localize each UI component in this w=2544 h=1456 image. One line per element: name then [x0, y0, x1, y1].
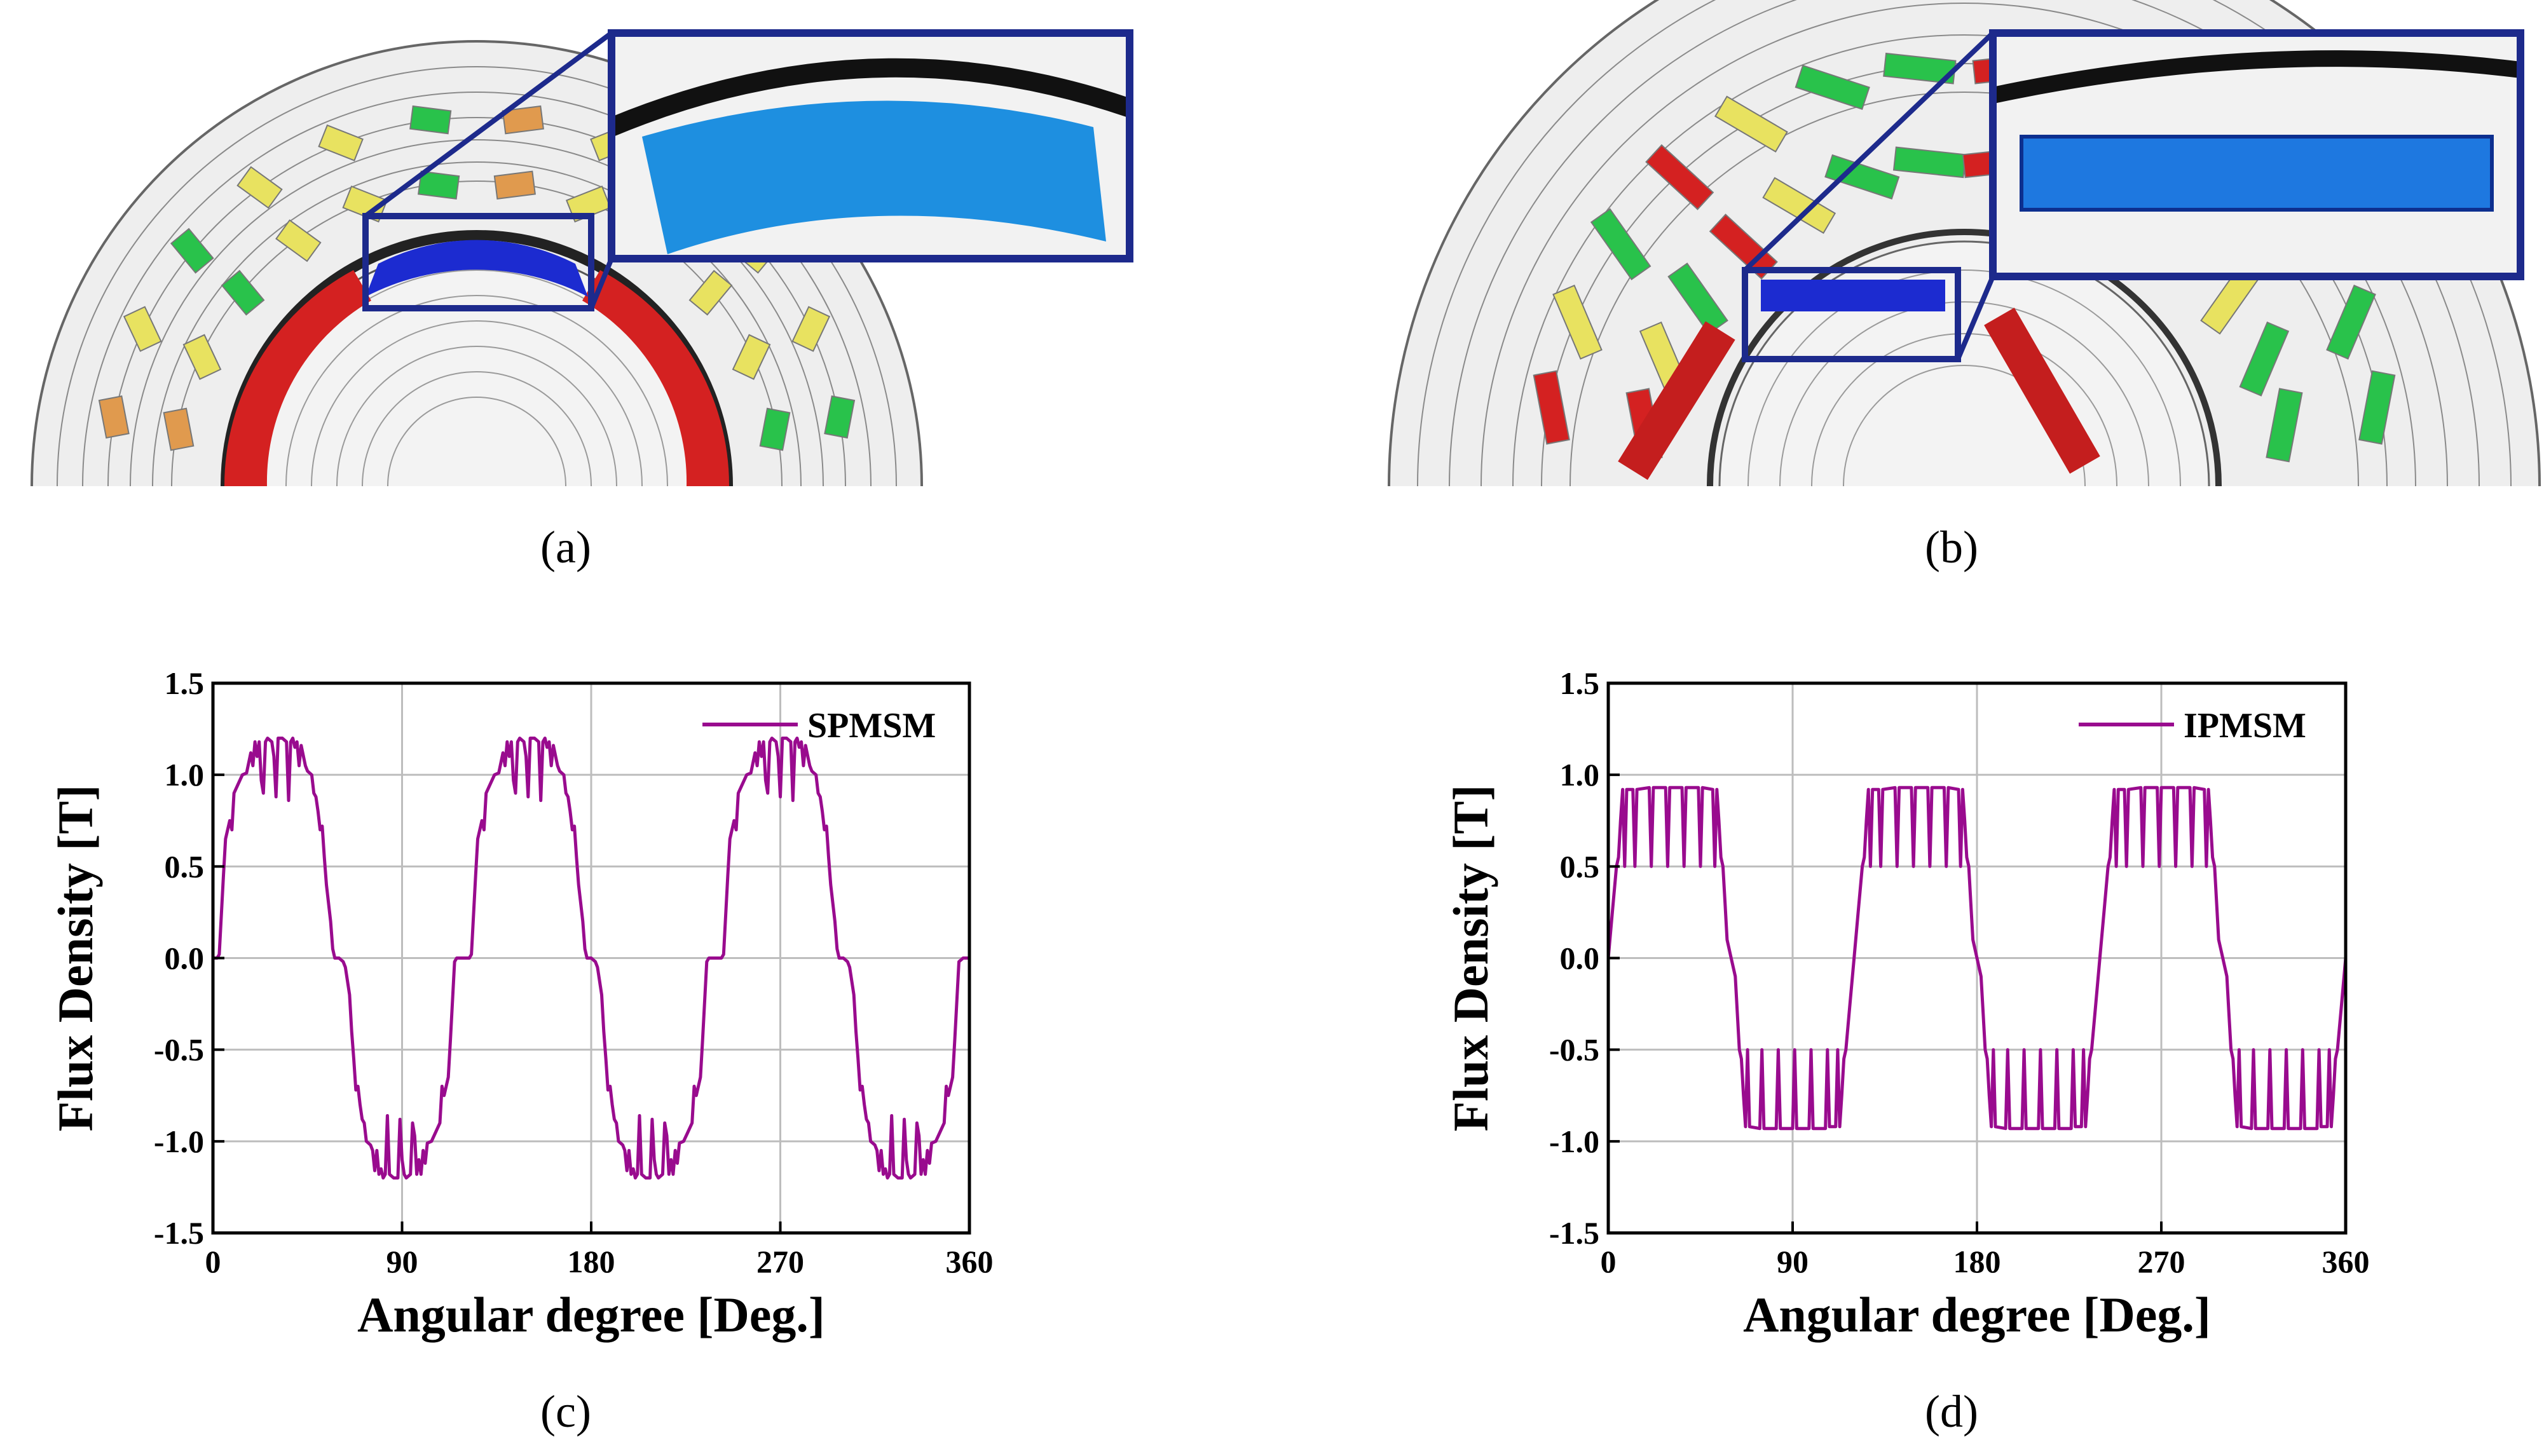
- y-tick-label: 0.0: [165, 941, 205, 976]
- y-tick-label: -1.5: [1549, 1215, 1599, 1251]
- coil-slot: [182, 334, 222, 380]
- coil-slot: [98, 395, 130, 439]
- legend-label: IPMSM: [2184, 706, 2306, 745]
- magnet-red-left-b: [1618, 321, 1735, 480]
- legend-label: SPMSM: [807, 706, 936, 745]
- coil-slot: [1667, 262, 1728, 335]
- x-axis-label: Angular degree [Deg.]: [357, 1287, 825, 1342]
- caption-c: (c): [540, 1386, 591, 1437]
- y-tick-label: 0.5: [165, 848, 205, 884]
- x-tick-label: 0: [1601, 1244, 1617, 1279]
- coil-slot: [409, 105, 452, 135]
- magnet-red-right: [582, 270, 730, 486]
- coil-slot: [170, 228, 214, 274]
- zoom-link-b1: [1743, 31, 1995, 272]
- y-tick-label: -0.5: [1549, 1032, 1599, 1068]
- coil-slot: [1645, 144, 1714, 210]
- coil-slot: [2358, 370, 2396, 445]
- coil-slot: [236, 166, 283, 209]
- y-tick-label: -0.5: [154, 1032, 204, 1068]
- coil-slot: [1552, 284, 1603, 360]
- coil-slot: [2239, 321, 2290, 397]
- x-tick-label: 90: [1777, 1244, 1809, 1279]
- x-tick-label: 270: [756, 1244, 804, 1279]
- coil-slot: [2326, 284, 2376, 360]
- y-tick-label: 0.5: [1560, 848, 1600, 884]
- coil-slot: [1762, 177, 1836, 235]
- x-axis-label: Angular degree [Deg.]: [1743, 1287, 2211, 1342]
- chart-c: SPMSM 0 90 180 270 360 1.5 1.0 0.5 0.0 -0.5 -1.0 -1.…: [48, 665, 994, 1342]
- coil-slot: [791, 306, 831, 352]
- coil-slot: [732, 334, 771, 380]
- coil-slot: [123, 306, 162, 352]
- coil-slot: [1714, 95, 1788, 153]
- magnet-red-left: [224, 270, 371, 486]
- y-tick-label: 1.5: [1560, 665, 1600, 701]
- y-tick-label: 1.5: [165, 665, 205, 701]
- inset-frame-a: [608, 29, 1133, 262]
- zoom-link-a1: [364, 31, 613, 219]
- x-tick-label: 90: [386, 1244, 418, 1279]
- coil-slot: [1533, 370, 1570, 445]
- chart-d: IPMSM 0 90 180 270 360 1.5 1.0 0.5 0.0 -0.5 -1.0 -1.…: [1443, 665, 2370, 1342]
- magnet-red-right-b: [1984, 308, 2100, 474]
- y-tick-label: -1.0: [1549, 1124, 1599, 1159]
- caption-b: (b): [1925, 522, 1978, 573]
- coil-slot: [2266, 388, 2303, 463]
- flux-lines-stator: [57, 66, 897, 486]
- zoom-link-a2: [589, 257, 614, 310]
- inset-a: [612, 33, 1130, 259]
- coil-slot: [759, 407, 791, 451]
- coil-slot: [1824, 154, 1900, 200]
- coil-slot: [1590, 208, 1652, 280]
- coil-slot: [418, 170, 460, 200]
- stator-coils: [98, 105, 856, 451]
- x-tick-label: 360: [946, 1244, 994, 1279]
- coil-slot: [688, 269, 733, 316]
- y-tick-label: 1.0: [1560, 757, 1600, 793]
- coil-slot: [824, 395, 856, 439]
- inset-b: [1993, 33, 2520, 276]
- y-tick-label: -1.5: [154, 1215, 204, 1251]
- coil-slot: [493, 170, 536, 200]
- flux-lines-rotor: [260, 269, 694, 486]
- coil-slot: [1795, 64, 1870, 110]
- x-tick-label: 0: [205, 1244, 221, 1279]
- zoom-link-b2: [1955, 275, 1995, 360]
- air-gap-ring-b: [1707, 229, 2222, 486]
- y-tick-label: -1.0: [154, 1124, 204, 1159]
- flux-lines-rotor-b: [1747, 269, 2181, 486]
- magnet-blue-top: [366, 240, 588, 297]
- zoom-box-b: [1742, 267, 1961, 362]
- inset-frame-b: [1989, 29, 2524, 280]
- inset-magnet-a: [642, 100, 1106, 254]
- caption-d: (d): [1925, 1386, 1978, 1437]
- caption-a: (a): [540, 522, 591, 573]
- coil-slot: [502, 105, 544, 135]
- inset-magnet-b: [2020, 135, 2494, 212]
- magnet-blue-top-b: [1761, 280, 1945, 311]
- zoom-box-a: [362, 213, 594, 311]
- coil-slot: [318, 124, 364, 161]
- x-tick-label: 360: [2322, 1244, 2370, 1279]
- x-tick-label: 270: [2138, 1244, 2185, 1279]
- rotor-core-b: [1718, 240, 2210, 486]
- coil-slot: [163, 407, 195, 451]
- coil-slot: [342, 185, 388, 223]
- y-tick-label: 0.0: [1560, 941, 1600, 976]
- x-tick-label: 180: [568, 1244, 615, 1279]
- y-axis-label: Flux Density [T]: [1443, 785, 1498, 1132]
- x-tick-label: 180: [1953, 1244, 2001, 1279]
- y-tick-label: 1.0: [165, 757, 205, 793]
- y-axis-label: Flux Density [T]: [48, 785, 103, 1132]
- coil-slot: [275, 219, 322, 262]
- coil-slot: [221, 269, 265, 316]
- air-gap-ring: [221, 230, 733, 486]
